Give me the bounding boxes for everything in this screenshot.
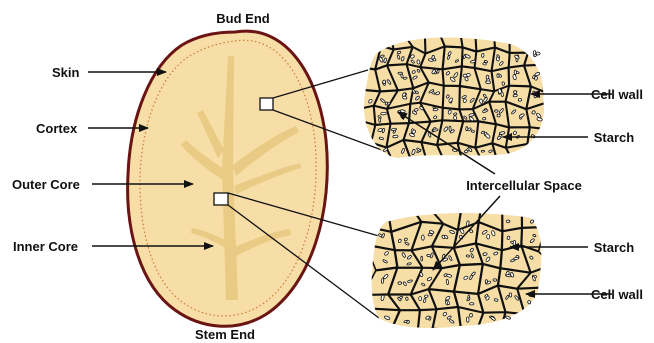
starch-granule [483,252,488,255]
starch-granule [381,112,387,115]
cell [506,144,530,165]
starch-granule [421,256,423,261]
label-cell-wall-top: Cell wall [591,87,643,102]
starch-granule [453,116,456,121]
starch-granule [393,135,398,138]
starch-granule [501,92,504,97]
label-outer-core: Outer Core [12,177,80,192]
starch-granule [506,220,510,223]
starch-granule [417,60,421,65]
cell [358,143,380,167]
starch-granule [481,53,484,57]
starch-granule [466,127,468,131]
cell [366,229,394,250]
starch-granule [486,81,491,84]
label-stem-end: Stem End [195,327,255,342]
sample-box-outer [260,98,273,110]
cell [433,307,461,331]
starch-granule [507,236,510,240]
cell [358,121,375,145]
label-intercellular-space: Intercellular Space [466,178,582,193]
starch-granule [398,72,402,74]
starch-granule [405,297,408,301]
starch-granule [482,117,486,120]
starch-granule [487,234,490,239]
starch-granule [470,303,474,305]
starch-granule [463,74,467,77]
cell [502,202,521,231]
starch-granule [497,114,501,117]
tuber [128,31,328,326]
cell [443,67,462,86]
starch-granule [485,280,488,284]
label-cell-wall-bottom: Cell wall [591,287,643,302]
starch-granule [502,82,505,86]
label-cortex: Cortex [36,121,78,136]
starch-granule [514,70,516,75]
cell [502,313,525,329]
outer-core-cell-cluster [356,26,550,167]
cell [524,26,547,52]
cell [522,202,545,228]
starch-granule [496,57,499,61]
starch-granule [513,94,518,97]
cell [356,106,375,125]
starch-granule [403,77,407,80]
starch-granule [513,240,516,245]
starch-granule [466,317,469,322]
starch-granule [437,70,440,74]
starch-granule [493,279,497,282]
label-starch-top: Starch [594,130,635,145]
cell [475,27,494,51]
starch-granule [381,278,383,284]
cell [437,143,461,166]
cell [390,30,413,49]
cell [528,144,550,165]
cell [521,310,546,330]
starch-granule [494,110,498,113]
label-skin: Skin [52,65,80,80]
label-bud-end: Bud End [216,11,269,26]
starch-granule [466,255,470,258]
starch-granule [469,313,472,317]
starch-granule [379,118,381,122]
starch-granule [382,80,386,84]
cell [365,202,391,232]
starch-granule [449,126,451,132]
starch-granule [424,295,428,298]
starch-granule [514,91,517,94]
cell [356,28,381,48]
starch-granule [481,150,484,152]
label-starch-bottom: Starch [594,240,635,255]
sample-box-inner [214,193,228,205]
starch-granule [428,233,432,235]
starch-granule [518,98,521,101]
cell [510,26,528,53]
cell [443,47,463,69]
starch-granule [397,51,401,54]
starch-granule [398,282,402,285]
starch-granule [422,235,425,240]
inner-core-cell-cluster [363,202,552,336]
starch-granule [419,297,422,301]
starch-granule [433,108,438,111]
starch-granule [483,62,487,65]
starch-granule [509,293,512,297]
starch-granule [446,279,449,285]
starch-granule [533,50,536,55]
cell [370,28,393,49]
label-inner-core: Inner Core [13,239,78,254]
cell [454,264,482,293]
starch-granule [497,74,499,78]
